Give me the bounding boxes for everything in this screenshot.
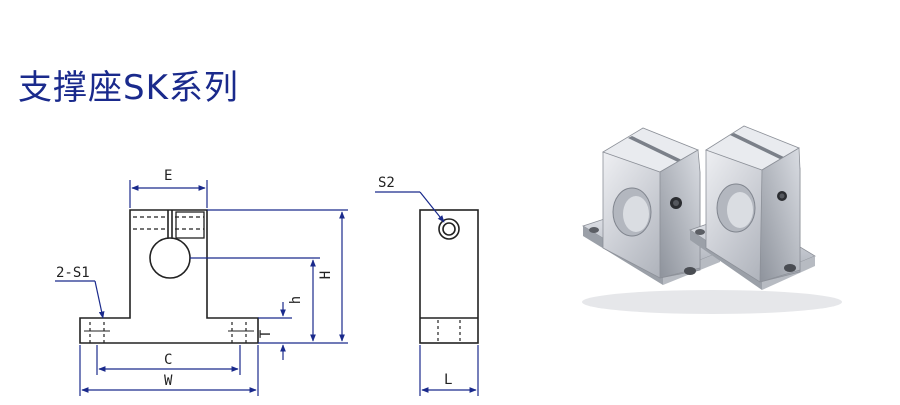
left-bracket: [582, 127, 721, 285]
dim-label-S2: S2: [378, 175, 395, 191]
dim-label-E: E: [164, 168, 172, 184]
side-screw-hole-outer: [438, 218, 460, 240]
dim-label-L: L: [444, 372, 452, 388]
dim-label-H: H: [318, 271, 334, 279]
page-title: 支撑座SK系列: [18, 68, 239, 108]
side-view: [419, 209, 479, 344]
front-view: [79, 209, 259, 344]
dim-label-T: T: [258, 329, 274, 338]
front-dimensions: [55, 180, 348, 396]
dim-label-C: C: [164, 352, 172, 368]
side-dimensions: [375, 191, 479, 396]
dim-label-W: W: [164, 373, 173, 389]
side-screw-hole-inner: [442, 222, 456, 236]
bore-circle: [149, 237, 191, 279]
right-bracket: [689, 125, 816, 290]
product-photo: [582, 125, 842, 314]
dim-label-S1: 2-S1: [56, 265, 90, 281]
dim-label-h: h: [288, 296, 304, 304]
